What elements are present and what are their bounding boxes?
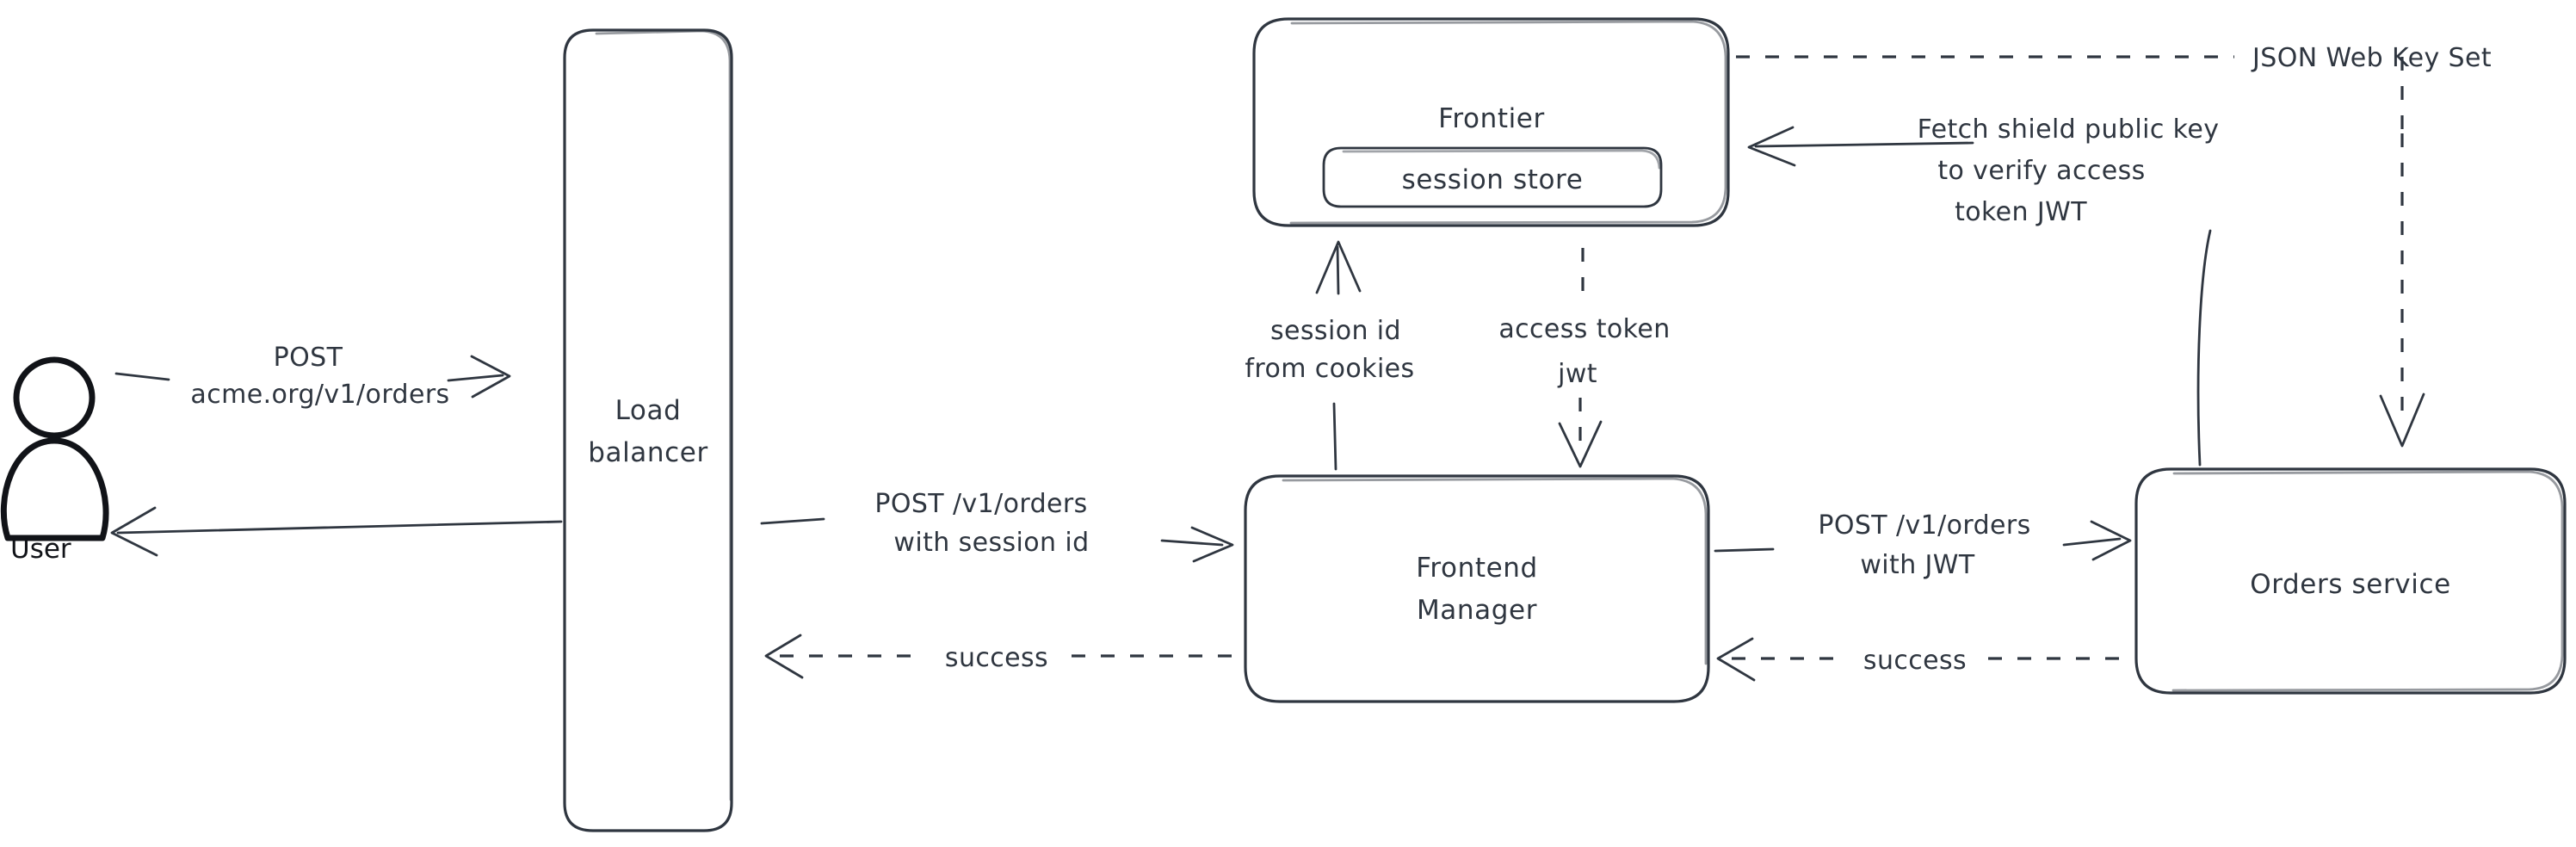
- edge-load-balancer-to-user: [110, 506, 563, 557]
- edge-frontier-to-fm: access token jwt: [1498, 248, 1670, 468]
- edge-fm-to-orders: POST /v1/orders with JWT: [1714, 510, 2132, 580]
- frontend-manager-label-line2: Manager: [1417, 595, 1537, 626]
- frontend-manager-label-line1: Frontend: [1416, 553, 1538, 584]
- edge-fm-to-orders-label-line2: with JWT: [1860, 550, 1974, 580]
- node-orders-service[interactable]: Orders service: [2134, 467, 2567, 695]
- edge-orders-to-frontier: Fetch shield public key to verify access…: [1747, 114, 2220, 467]
- edge-frontier-to-orders-jwks: JSON Web Key Set: [1736, 43, 2492, 448]
- edge-lb-to-fm-label-line1: POST /v1/orders: [874, 489, 1087, 519]
- edge-fm-to-lb-success: success: [764, 634, 1242, 679]
- edge-jwks-label: JSON Web Key Set: [2251, 43, 2492, 73]
- node-frontier[interactable]: Frontier session store: [1252, 17, 1730, 227]
- edge-orders-to-frontier-label-line2: to verify access: [1937, 156, 2145, 186]
- edge-orders-to-fm-success: success: [1716, 637, 2126, 682]
- user-label: User: [10, 534, 71, 565]
- load-balancer-label-line2: balancer: [588, 437, 708, 468]
- node-load-balancer[interactable]: Load balancer: [563, 28, 733, 832]
- node-frontend-manager[interactable]: Frontend Manager: [1244, 474, 1710, 703]
- frontier-label: Frontier: [1438, 103, 1545, 134]
- edge-user-to-lb-label-line2: acme.org/v1/orders: [190, 380, 449, 410]
- edge-lb-to-fm-label-line2: with session id: [893, 528, 1089, 558]
- edge-fm-to-lb-label: success: [945, 643, 1048, 673]
- orders-service-label: Orders service: [2250, 569, 2451, 600]
- edge-frontier-to-fm-label-line1: access token: [1498, 314, 1670, 344]
- user-head-icon: [13, 356, 96, 439]
- edge-user-to-load-balancer: POST acme.org/v1/orders: [114, 343, 511, 410]
- load-balancer-label-line1: Load: [615, 395, 682, 426]
- edge-orders-to-fm-label: success: [1863, 646, 1967, 676]
- edge-frontier-to-fm-label-line2: jwt: [1557, 359, 1597, 389]
- user-body-icon: [0, 437, 109, 541]
- session-store-label: session store: [1402, 164, 1584, 195]
- node-session-store[interactable]: session store: [1322, 146, 1663, 208]
- edge-fm-to-frontier: session id from cookies: [1245, 240, 1414, 471]
- edge-lb-to-frontend-manager: POST /v1/orders with session id: [760, 489, 1234, 563]
- edge-fm-to-frontier-label-line2: from cookies: [1245, 354, 1414, 384]
- edge-fm-to-orders-label-line1: POST /v1/orders: [1818, 510, 2030, 541]
- user-actor: User: [0, 356, 109, 565]
- edge-orders-to-frontier-label-line1: Fetch shield public key: [1918, 114, 2220, 145]
- edge-fm-to-frontier-label-line1: session id: [1270, 316, 1401, 346]
- edge-user-to-lb-label-line1: POST: [274, 343, 343, 373]
- edge-orders-to-frontier-label-line3: token JWT: [1955, 197, 2087, 227]
